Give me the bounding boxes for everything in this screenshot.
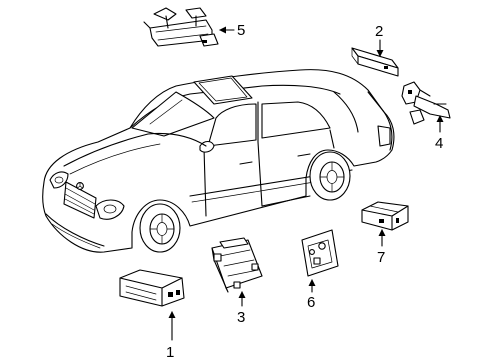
car-door-handle-rear: [297, 153, 311, 157]
car-front-bumper: [45, 213, 105, 247]
callout-3: 3: [237, 291, 246, 326]
callout-4-label: 4: [435, 135, 443, 152]
car-windshield: [131, 91, 215, 137]
car-rear-window: [261, 101, 331, 139]
callout-2: 2: [375, 23, 384, 57]
car-front-wheel: [139, 203, 181, 253]
car-hood: [63, 132, 207, 167]
car-door-handle-front: [239, 161, 253, 165]
car-rear-wheel: [309, 151, 351, 201]
part-2-control-unit: [351, 47, 399, 77]
callout-7: 7: [377, 229, 386, 266]
part-1-control-unit: [119, 269, 185, 307]
callout-6-label: 6: [307, 294, 315, 311]
car-headlight-left: [49, 171, 69, 189]
callout-2-label: 2: [375, 23, 383, 40]
part-3-control-module: [211, 237, 263, 293]
callout-7-label: 7: [377, 249, 385, 266]
car-front-door: [203, 141, 263, 217]
car-rear-door: [261, 129, 335, 207]
car-taillight: [377, 125, 391, 147]
callout-4: 4: [435, 115, 444, 152]
callout-5-label: 5: [237, 22, 245, 39]
part-6-bracket: [301, 229, 339, 277]
part-7-module: [361, 201, 409, 231]
callout-1-label: 1: [166, 344, 174, 360]
sedan-illustration: [42, 69, 395, 253]
car-headlight-right: [95, 199, 125, 220]
part-4-sensor: [401, 81, 451, 125]
callout-5: 5: [219, 22, 245, 39]
callout-3-label: 3: [237, 309, 245, 326]
car-tail: [367, 91, 393, 151]
car-front-window: [207, 103, 257, 147]
callout-6: 6: [307, 279, 316, 311]
car-sunroof: [193, 75, 253, 105]
three-pointed-star-icon: [76, 182, 84, 190]
callout-1: 1: [166, 311, 176, 360]
part-5-antenna-module: [143, 7, 219, 47]
